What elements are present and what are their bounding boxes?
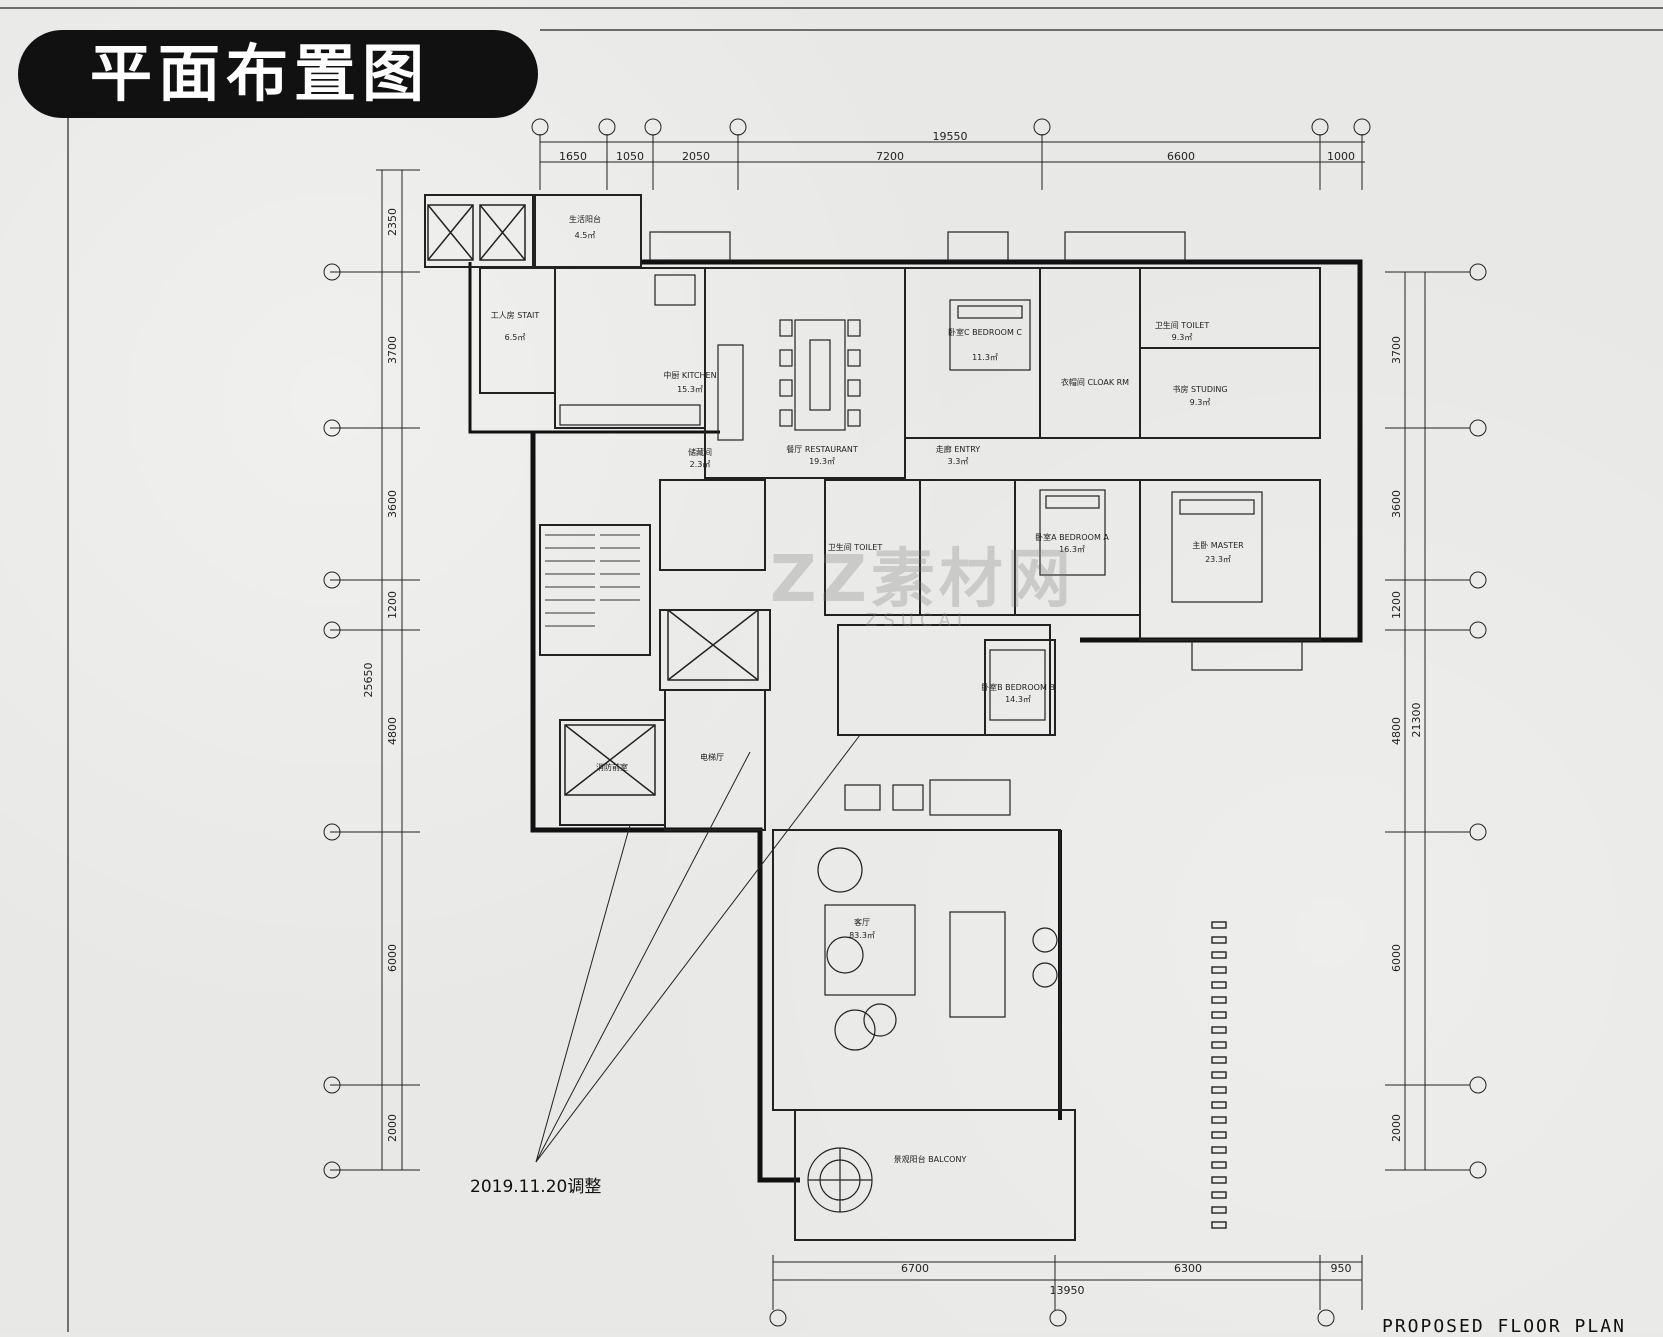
stair-treads [545,534,640,627]
room-area-9: 2.3㎡ [690,460,711,469]
room-label-13: 卧室B BEDROOM B [981,682,1055,692]
room-label-9: 储藏间 [688,447,712,457]
dim-right-6: 2000 [1390,1114,1403,1142]
dim-bottom-3: 950 [1331,1262,1352,1275]
dim-left-3: 3600 [386,490,399,518]
dim-right-5: 6000 [1390,944,1403,972]
room-area-8: 3.3㎡ [948,457,969,466]
dining-table [779,319,861,431]
dim-top-6: 1000 [1327,150,1355,163]
room-label-11: 卧室A BEDROOM A [1035,532,1109,542]
living-furniture [817,779,1058,1051]
sheet-frame [0,7,1663,1332]
kitchen-counters [559,274,744,441]
dim-bottom-1: 6700 [901,1262,929,1275]
interior-walls [424,194,1321,1241]
footer-title: PROPOSED FLOOR PLAN [1382,1316,1626,1337]
room-area-0: 4.5㎡ [575,231,596,240]
dimension-top [531,118,1371,190]
revision-leaders [535,734,861,1163]
balcony-plants [807,1147,873,1213]
dim-left-4: 1200 [386,591,399,619]
dim-top-5: 6600 [1167,150,1195,163]
page-title: 平面布置图 [18,30,538,118]
dim-left-7: 2000 [386,1114,399,1142]
railing-marks [1211,921,1227,1229]
room-label-0: 生活阳台 [569,214,601,224]
dim-left-5: 4800 [386,717,399,745]
room-area-1: 6.5㎡ [505,333,526,342]
dim-left-total: 25650 [362,663,375,698]
dim-bottom-total: 13950 [1050,1284,1085,1297]
room-label-8: 走廊 ENTRY [936,444,981,454]
room-label-4: 卧室C BEDROOM C [948,327,1022,337]
top-windows [649,231,1303,671]
dim-top-1: 1650 [559,150,587,163]
room-area-3: 19.3㎡ [809,457,835,466]
room-area-13: 14.3㎡ [1005,695,1031,704]
watermark-sub: ZSUCAI [865,610,969,631]
room-label-2: 中厨 KITCHEN [663,370,716,380]
watermark: ZZ素材网 [770,543,1075,617]
dim-right-1: 3700 [1390,336,1403,364]
dim-bottom-2: 6300 [1174,1262,1202,1275]
room-labels: 生活阳台 4.5㎡ 工人房 STAIT 6.5㎡ 中厨 KITCHEN 15.3… [491,214,1244,1164]
revision-note: 2019.11.20调整 [470,1177,602,1197]
dim-right-4: 4800 [1390,717,1403,745]
dim-left-2: 3700 [386,336,399,364]
room-area-2: 15.3㎡ [677,385,703,394]
dim-left-6: 6000 [386,944,399,972]
room-label-15: 景观阳台 BALCONY [894,1154,967,1164]
room-area-14: 83.3㎡ [849,931,875,940]
room-area-4: 11.3㎡ [972,353,998,362]
room-area-7: 9.3㎡ [1190,398,1211,407]
room-area-12: 23.3㎡ [1205,555,1231,564]
room-label-12: 主卧 MASTER [1192,540,1244,550]
room-label-3: 餐厅 RESTAURANT [786,445,858,454]
dim-right-total: 21300 [1410,703,1423,738]
elevator-shafts [427,204,759,796]
dimension-right [1385,263,1487,1179]
beds [949,299,1263,721]
room-area-11: 16.3㎡ [1059,545,1085,554]
dim-top-4: 7200 [876,150,904,163]
dim-right-2: 3600 [1390,490,1403,518]
room-label-7: 书房 STUDING [1172,384,1227,394]
room-label-10: 卫生间 TOILET [828,542,883,552]
dimension-left [323,169,420,1179]
dim-left-1: 2350 [386,208,399,236]
dimension-bottom [769,1255,1363,1327]
dim-right-3: 1200 [1390,591,1403,619]
room-label-16: 电梯厅 [700,752,724,762]
room-label-1: 工人房 STAIT [491,310,540,320]
room-label-17: 消防前室 [596,762,628,772]
dim-top-2: 1050 [616,150,644,163]
room-label-14: 客厅 [854,917,870,927]
dim-top-3: 2050 [682,150,710,163]
room-label-6: 卫生间 TOILET [1155,320,1210,330]
room-area-6: 9.3㎡ [1172,333,1193,342]
dim-top-total: 19550 [933,130,968,143]
dimension-labels: 19550 1650 1050 2050 7200 6600 1000 2565… [362,130,1423,1297]
room-label-5: 衣帽间 CLOAK RM [1061,377,1129,387]
